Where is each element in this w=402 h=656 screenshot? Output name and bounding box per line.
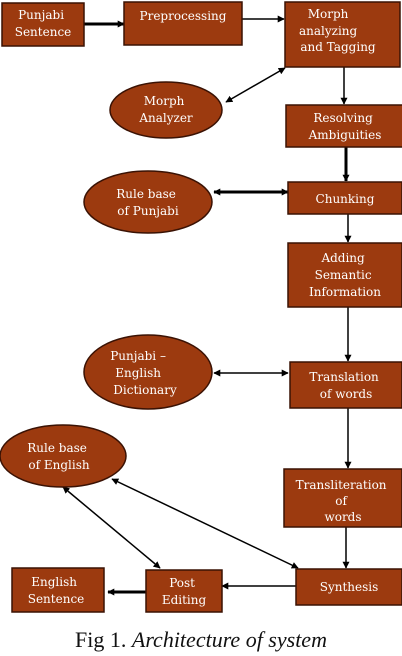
node-rule-base-punjabi[interactable] bbox=[83, 170, 213, 234]
label-line: Semantic bbox=[315, 268, 372, 282]
label-line: Rule base bbox=[116, 187, 176, 201]
label-line: English bbox=[115, 366, 161, 380]
label-line: Editing bbox=[162, 593, 207, 607]
label-line: Sentence bbox=[28, 592, 85, 606]
caption-title: Architecture of system bbox=[130, 627, 327, 652]
label-resolving-ambiguities: Resolving Ambiguities bbox=[308, 111, 382, 142]
arrow-rulebase-english-to-post-editing[interactable] bbox=[62, 486, 161, 569]
label-line: analyzing bbox=[299, 24, 358, 38]
label-line: Information bbox=[309, 285, 381, 299]
arrows bbox=[62, 15, 352, 596]
label-line: English bbox=[31, 575, 77, 589]
nodes bbox=[0, 1, 402, 613]
label-line: words bbox=[324, 510, 361, 524]
label-line: Transliteration bbox=[296, 478, 387, 492]
label-line: Punjabi – bbox=[110, 349, 166, 363]
node-english-sentence[interactable] bbox=[11, 567, 105, 613]
label-line: Dictionary bbox=[113, 383, 177, 397]
label-line: Sentence bbox=[15, 25, 72, 39]
label-rule-base-english: Rule base of English bbox=[27, 441, 90, 472]
label-morph-analyzing-tagging: Morph analyzing and Tagging bbox=[299, 7, 376, 54]
node-transliteration-of-words[interactable] bbox=[283, 468, 402, 528]
label-line: Resolving bbox=[313, 111, 373, 125]
node-morph-analyzer[interactable] bbox=[109, 81, 223, 139]
label-translation-of-words: Translation of words bbox=[309, 370, 382, 401]
label-line: and Tagging bbox=[300, 40, 376, 54]
label-chunking: Chunking bbox=[316, 192, 375, 206]
label-line: of English bbox=[28, 458, 89, 472]
label-line: Chunking bbox=[316, 192, 375, 206]
node-labels: Punjabi Sentence Preprocessing Morph ana… bbox=[15, 7, 391, 607]
label-adding-semantic-information: Adding Semantic Information bbox=[309, 251, 381, 299]
node-translation-of-words[interactable] bbox=[289, 361, 402, 409]
node-resolving-ambiguities[interactable] bbox=[285, 104, 402, 148]
label-line: of Punjabi bbox=[117, 204, 179, 218]
label-line: Adding bbox=[320, 251, 365, 265]
label-line: of words bbox=[320, 387, 373, 401]
node-punjabi-sentence[interactable] bbox=[1, 2, 85, 47]
label-line: Morph bbox=[308, 7, 349, 21]
label-transliteration-of-words: Transliteration of words bbox=[296, 478, 391, 524]
node-post-editing[interactable] bbox=[145, 569, 223, 613]
label-line: Ambiguities bbox=[308, 128, 382, 142]
node-adding-semantic-information[interactable] bbox=[287, 242, 402, 308]
node-preprocessing[interactable] bbox=[123, 1, 243, 46]
node-punjabi-english-dictionary[interactable] bbox=[83, 334, 213, 410]
label-synthesis: Synthesis bbox=[320, 580, 379, 594]
label-morph-analyzer: Morph Analyzer bbox=[138, 94, 193, 125]
label-rule-base-punjabi: Rule base of Punjabi bbox=[116, 187, 179, 218]
label-line: Synthesis bbox=[320, 580, 379, 594]
label-line: Morph bbox=[144, 94, 185, 108]
label-line: Post bbox=[169, 576, 195, 590]
label-line: Translation bbox=[309, 370, 379, 384]
node-chunking[interactable] bbox=[287, 181, 402, 215]
label-post-editing: Post Editing bbox=[162, 576, 207, 607]
label-line: of bbox=[335, 494, 348, 508]
arrow-morph-analyzer-to-morph[interactable] bbox=[225, 67, 286, 103]
label-line: Analyzer bbox=[138, 111, 193, 125]
label-line: Preprocessing bbox=[140, 9, 227, 23]
node-rule-base-english[interactable] bbox=[0, 424, 127, 488]
label-english-sentence: English Sentence bbox=[28, 575, 85, 606]
arrow-synthesis-to-rulebase-english[interactable] bbox=[111, 478, 299, 569]
node-synthesis[interactable] bbox=[295, 568, 402, 606]
figure-caption: Fig 1. Architecture of system bbox=[75, 627, 327, 652]
label-punjabi-english-dictionary: Punjabi – English Dictionary bbox=[110, 349, 177, 397]
label-punjabi-sentence: Punjabi Sentence bbox=[15, 8, 72, 39]
label-line: Rule base bbox=[27, 441, 87, 455]
node-morph-analyzing-tagging[interactable] bbox=[284, 1, 401, 68]
label-preprocessing: Preprocessing bbox=[140, 9, 227, 23]
label-line: Punjabi bbox=[18, 8, 64, 22]
caption-prefix: Fig 1. bbox=[75, 627, 132, 652]
